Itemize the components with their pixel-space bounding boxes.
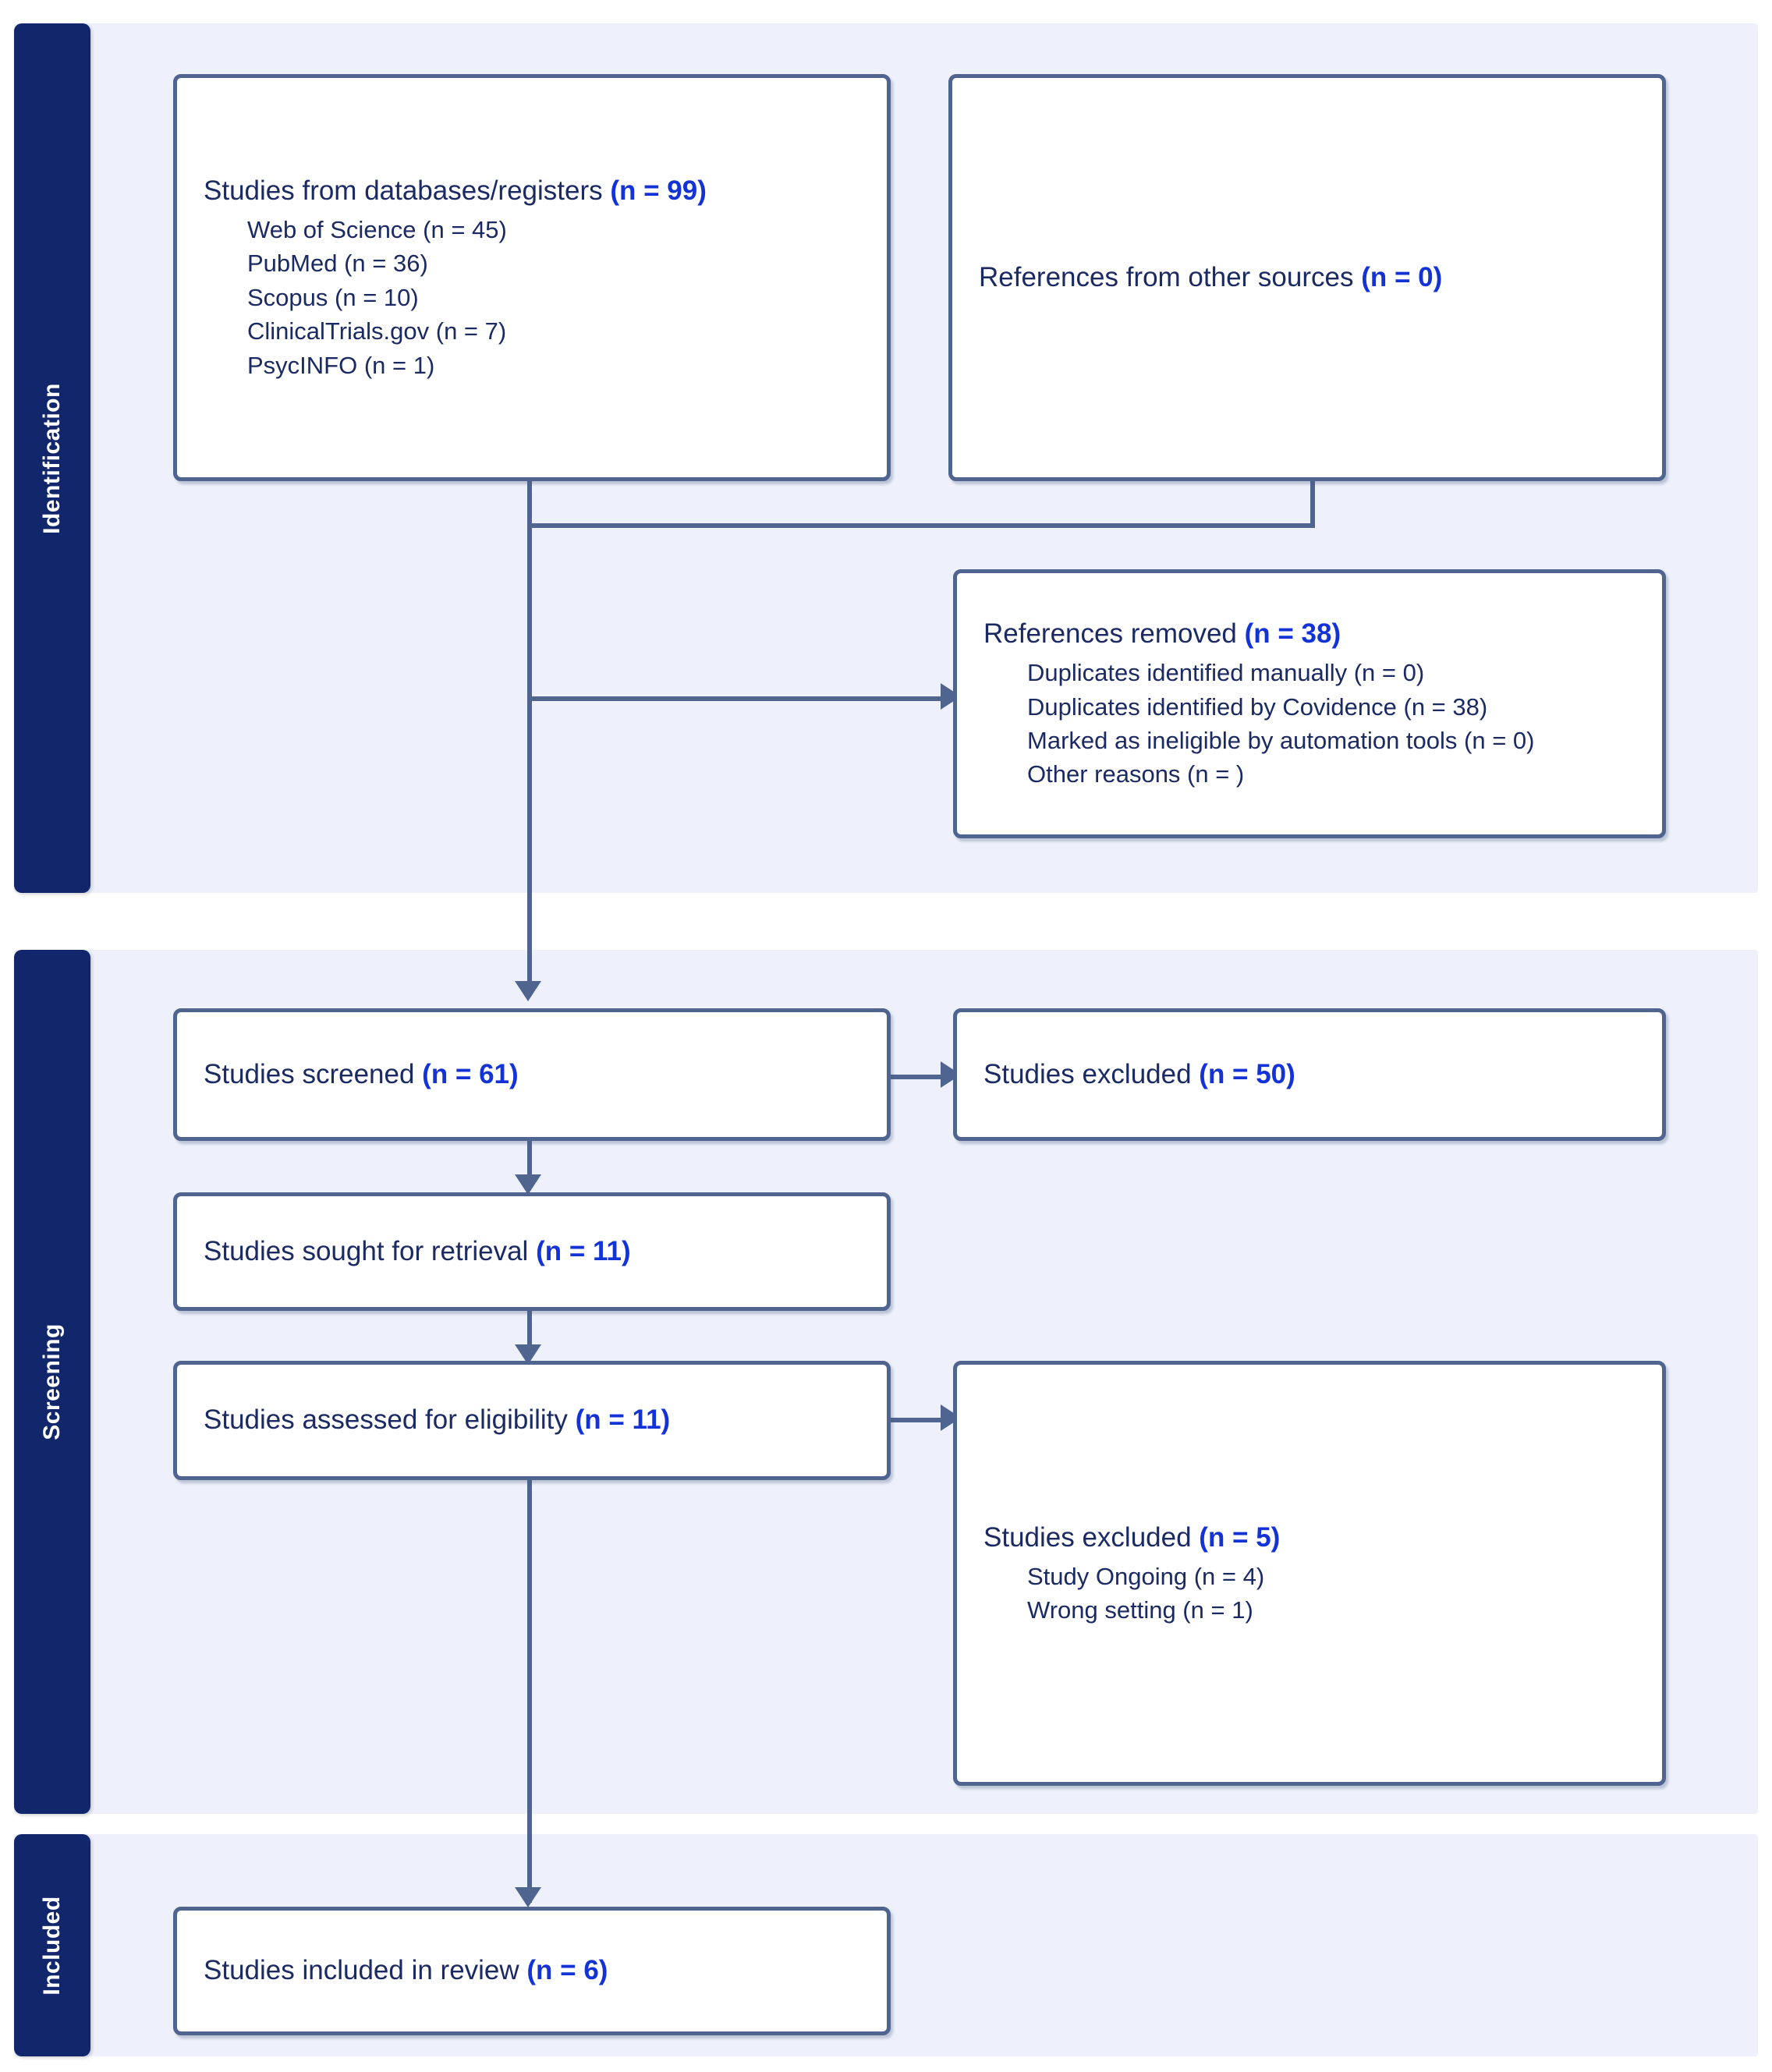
box-databases-title-text: Studies from databases/registers [204, 175, 611, 207]
box-studies-excluded-screening-title: Studies excluded (n = 50) [983, 1057, 1636, 1093]
box-studies-screened-count: (n = 61) [422, 1058, 519, 1089]
connector-other-sources-stub [1310, 481, 1315, 528]
arrow-into-screened [515, 981, 541, 1001]
list-item: Duplicates identified by Covidence (n = … [1027, 692, 1488, 721]
box-studies-excluded-screening-content: Studies excluded (n = 50) [957, 1057, 1662, 1093]
box-studies-included-in-review-content: Studies included in review (n = 6) [177, 1953, 887, 1989]
connector-assessed-to-excluded [889, 1418, 961, 1422]
box-other-sources-title: References from other sources (n = 0) [979, 260, 1636, 296]
stage-label-included: Included [39, 1895, 65, 1996]
stage-tab-identification: Identification [14, 23, 90, 893]
box-references-removed-title: References removed (n = 38) [983, 616, 1636, 653]
box-other-sources-title-text: References from other sources [979, 261, 1362, 292]
box-studies-excluded-screening-count: (n = 50) [1199, 1058, 1295, 1089]
list-item: Study Ongoing (n = 4) [1027, 1562, 1265, 1590]
box-databases-content: Studies from databases/registers (n = 99… [177, 173, 887, 382]
stage-tab-included: Included [14, 1834, 90, 2056]
box-databases-title: Studies from databases/registers (n = 99… [204, 173, 860, 210]
list-item: Other reasons (n = ) [1027, 760, 1245, 788]
box-studies-excluded-eligibility[interactable]: Studies excluded (n = 5) Study Ongoing (… [953, 1361, 1666, 1786]
list-item: PubMed (n = 36) [247, 250, 428, 278]
box-studies-excluded-screening[interactable]: Studies excluded (n = 50) [953, 1008, 1666, 1141]
connector-merge-bar [527, 523, 1315, 528]
list-item: PsycINFO (n = 1) [247, 351, 435, 379]
box-references-removed[interactable]: References removed (n = 38) Duplicates i… [953, 569, 1666, 838]
box-assessed-for-eligibility[interactable]: Studies assessed for eligibility (n = 11… [173, 1361, 891, 1480]
box-references-removed-count: (n = 38) [1244, 618, 1341, 650]
box-assessed-for-eligibility-count: (n = 11) [575, 1404, 671, 1436]
list-item: Duplicates identified manually (n = 0) [1027, 659, 1425, 687]
box-databases-sublist: Web of Science (n = 45) PubMed (n = 36) … [204, 213, 860, 382]
stage-label-screening: Screening [39, 1323, 65, 1440]
box-references-removed-title-text: References removed [983, 618, 1245, 650]
box-references-removed-content: References removed (n = 38) Duplicates i… [957, 616, 1662, 791]
list-item: Scopus (n = 10) [247, 283, 419, 311]
arrow-into-included [515, 1887, 541, 1907]
stage-label-identification: Identification [39, 382, 65, 534]
box-studies-screened-title-text: Studies screened [204, 1058, 423, 1089]
box-studies-screened-title: Studies screened (n = 61) [204, 1057, 860, 1093]
connector-assessed-to-included [527, 1480, 532, 1903]
box-sought-for-retrieval-title: Studies sought for retrieval (n = 11) [204, 1234, 860, 1270]
box-studies-included-in-review-title-text: Studies included in review [204, 1955, 527, 1986]
box-databases-registers[interactable]: Studies from databases/registers (n = 99… [173, 74, 891, 481]
stage-tab-screening: Screening [14, 950, 90, 1814]
box-studies-excluded-eligibility-title: Studies excluded (n = 5) [983, 1520, 1636, 1557]
connector-screened-to-excluded [889, 1075, 961, 1079]
list-item: Marked as ineligible by automation tools… [1027, 726, 1535, 754]
list-item: ClinicalTrials.gov (n = 7) [247, 317, 507, 345]
box-other-sources-content: References from other sources (n = 0) [952, 260, 1662, 296]
box-assessed-for-eligibility-title-text: Studies assessed for eligibility [204, 1404, 576, 1436]
box-sought-for-retrieval-count: (n = 11) [536, 1235, 631, 1266]
box-studies-excluded-screening-title-text: Studies excluded [983, 1058, 1200, 1089]
list-item: Wrong setting (n = 1) [1027, 1596, 1253, 1624]
arrow-into-sought-retrieval [515, 1174, 541, 1195]
box-assessed-for-eligibility-title: Studies assessed for eligibility (n = 11… [204, 1402, 860, 1439]
box-other-sources[interactable]: References from other sources (n = 0) [948, 74, 1666, 481]
connector-screened-to-sought [527, 1140, 532, 1188]
box-studies-excluded-eligibility-title-text: Studies excluded [983, 1521, 1200, 1553]
box-studies-screened-content: Studies screened (n = 61) [177, 1057, 887, 1093]
box-databases-count: (n = 99) [610, 175, 707, 207]
box-other-sources-count: (n = 0) [1361, 261, 1443, 292]
box-references-removed-sublist: Duplicates identified manually (n = 0) D… [983, 656, 1636, 792]
box-studies-excluded-eligibility-count: (n = 5) [1199, 1521, 1281, 1553]
box-studies-included-in-review[interactable]: Studies included in review (n = 6) [173, 1907, 891, 2035]
box-studies-included-in-review-title: Studies included in review (n = 6) [204, 1953, 860, 1989]
box-sought-for-retrieval-content: Studies sought for retrieval (n = 11) [177, 1234, 887, 1270]
box-studies-included-in-review-count: (n = 6) [526, 1955, 608, 1986]
connector-sought-to-assessed [527, 1310, 532, 1358]
connector-databases-trunk [527, 481, 532, 996]
box-assessed-for-eligibility-content: Studies assessed for eligibility (n = 11… [177, 1402, 887, 1439]
box-sought-for-retrieval-title-text: Studies sought for retrieval [204, 1235, 537, 1266]
connector-to-references-removed [527, 696, 948, 701]
box-sought-for-retrieval[interactable]: Studies sought for retrieval (n = 11) [173, 1192, 891, 1311]
box-studies-excluded-eligibility-sublist: Study Ongoing (n = 4) Wrong setting (n =… [983, 1560, 1636, 1627]
list-item: Web of Science (n = 45) [247, 215, 507, 243]
box-studies-screened[interactable]: Studies screened (n = 61) [173, 1008, 891, 1141]
box-studies-excluded-eligibility-content: Studies excluded (n = 5) Study Ongoing (… [957, 1520, 1662, 1627]
